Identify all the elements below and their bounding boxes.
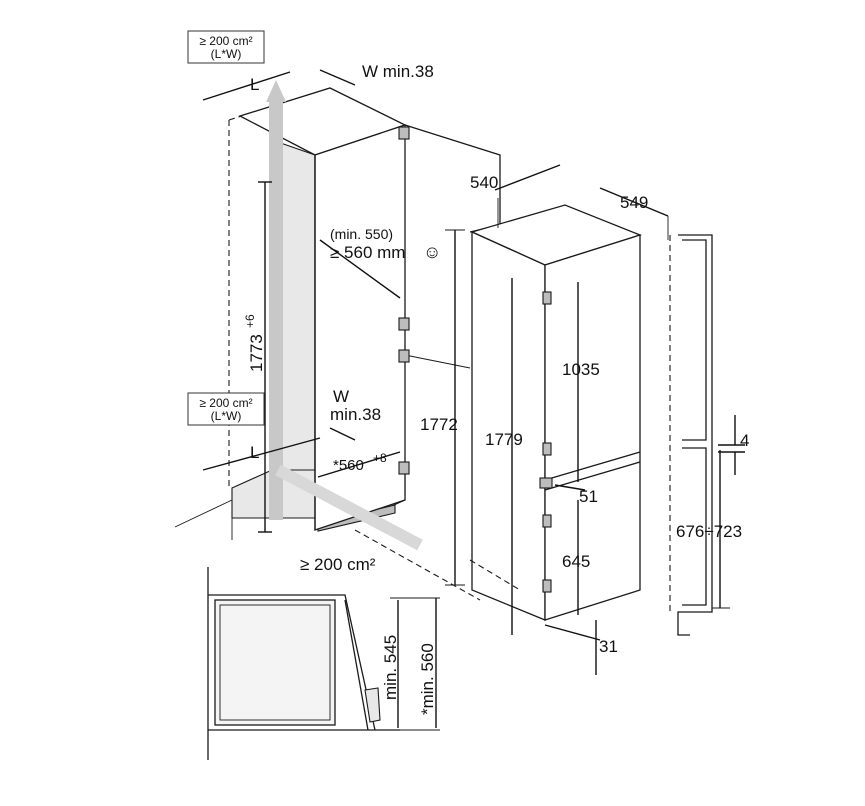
label-w-mid: W: [333, 387, 349, 406]
smiley-icon: ☺: [423, 242, 441, 262]
hinge-icon: [398, 126, 410, 475]
svg-text:1773: 1773: [247, 334, 266, 372]
label-w-min-top: W min.38: [362, 62, 434, 81]
label-door-range: 676÷723: [676, 522, 742, 541]
label-height-1779: 1779: [485, 430, 523, 449]
label-min-550: (min. 550): [330, 226, 393, 242]
label-min-560-star: *min. 560: [418, 643, 437, 715]
label-depth-540: 540: [470, 173, 498, 192]
label-w-min-mid: min.38: [330, 405, 381, 424]
label-depth-549: 549: [620, 193, 648, 212]
vent-area-top-formula: (L*W): [211, 47, 242, 61]
svg-text:*min. 560: *min. 560: [418, 643, 437, 715]
label-niche-width-tol: +8: [373, 451, 387, 465]
label-height-1035: 1035: [562, 360, 600, 379]
appliance: [469, 164, 669, 675]
label-gap-51: 51: [579, 487, 598, 506]
vent-area-mid-value: ≥ 200 cm²: [199, 396, 252, 410]
label-ge-560: ≥ 560 mm: [330, 243, 405, 262]
label-min-545: min. 545: [381, 635, 400, 700]
plan-view: [207, 567, 440, 760]
label-L-bottom: L: [250, 443, 259, 462]
label-gap-31: 31: [599, 637, 618, 656]
label-vent-bottom: ≥ 200 cm²: [300, 555, 376, 574]
svg-text:min. 545: min. 545: [381, 635, 400, 700]
vent-area-box-top: ≥ 200 cm² (L*W): [187, 30, 265, 64]
vent-area-top-value: ≥ 200 cm²: [199, 34, 252, 48]
label-height-645: 645: [562, 552, 590, 571]
label-niche-outer-height: 1772: [420, 415, 458, 434]
label-niche-width: *560: [333, 457, 364, 474]
niche-cabinet: [174, 69, 501, 601]
label-gap-4: 4: [740, 431, 749, 450]
vent-area-box-mid: ≥ 200 cm² (L*W): [187, 392, 265, 426]
svg-text:+6: +6: [243, 314, 257, 328]
label-L-top: L: [250, 75, 259, 94]
label-niche-height: 1773 +6: [243, 314, 266, 372]
door-profile: [669, 234, 745, 636]
vent-area-mid-formula: (L*W): [211, 409, 242, 423]
